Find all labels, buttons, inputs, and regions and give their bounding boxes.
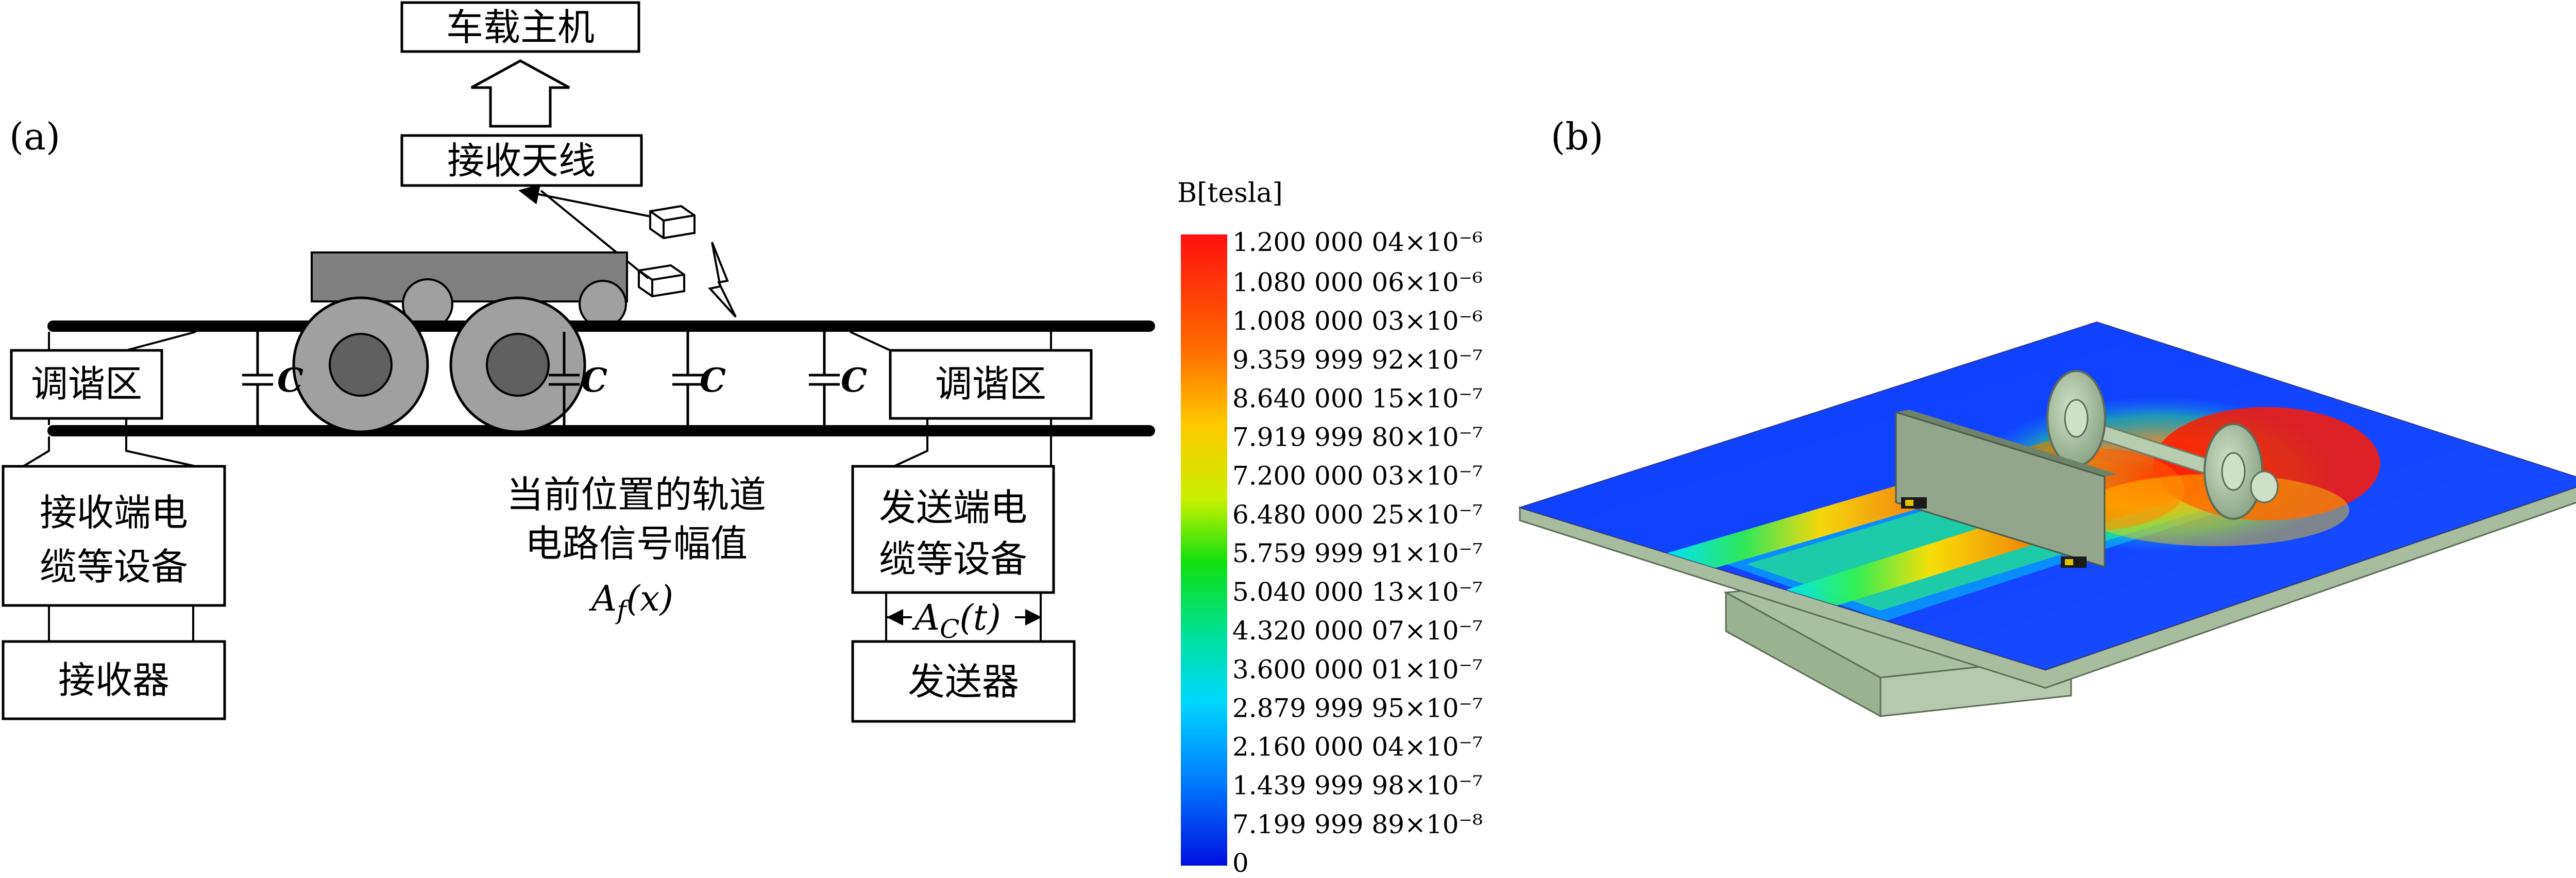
colorbar-tick-label: 4.320 000 07×10⁻⁷ xyxy=(1232,616,1483,646)
lightning-icon xyxy=(708,242,737,318)
signal-caption-line-1: 当前位置的轨道 xyxy=(506,473,766,516)
colorbar-tick-label: 7.199 999 89×10⁻⁸ xyxy=(1232,809,1483,839)
antenna-label: 接收天线 xyxy=(447,139,596,182)
colorbar-tick-label: 0 xyxy=(1232,848,1249,875)
ac-main: A xyxy=(911,598,940,638)
wheelset xyxy=(2046,370,2279,520)
host-box: 车载主机 xyxy=(400,1,640,53)
capacitor-2 xyxy=(549,332,580,425)
svg-text:AC(t): AC(t) xyxy=(911,598,1001,644)
colorbar-tick-label: 8.640 000 15×10⁻⁷ xyxy=(1232,383,1483,413)
colorbar-tick-label: 1.080 000 06×10⁻⁶ xyxy=(1232,267,1483,297)
ac-sub: C xyxy=(940,614,959,644)
colorbar-tick-label: 5.040 000 13×10⁻⁷ xyxy=(1232,577,1483,607)
capacitor-label: C xyxy=(841,361,867,400)
feed-lines xyxy=(22,436,1052,467)
colorbar-tick-label: 7.919 999 80×10⁻⁷ xyxy=(1232,423,1483,452)
panel-a-label: (a) xyxy=(9,115,60,158)
hollow-up-arrow-icon xyxy=(470,59,570,128)
tuning-zone-right: 调谐区 xyxy=(850,331,1093,425)
capacitor-label: C xyxy=(277,361,303,400)
antenna-box: 接收天线 xyxy=(400,134,643,187)
bottom-rail xyxy=(47,425,1155,436)
colorbar-tick-label: 2.879 999 95×10⁻⁷ xyxy=(1232,693,1483,723)
capacitor-labels: C C C C xyxy=(277,361,867,400)
receiver-antenna-plate xyxy=(1895,410,2117,568)
train-bogie xyxy=(311,251,628,330)
sender-cable-line-2: 缆等设备 xyxy=(879,537,1027,581)
colorbar-tick-label: 1.200 000 04×10⁻⁶ xyxy=(1232,227,1483,257)
tuning-zone-right-label: 调谐区 xyxy=(935,362,1046,406)
colorbar-tick-label: 5.759 999 91×10⁻⁷ xyxy=(1232,538,1483,568)
top-rail xyxy=(47,320,1155,332)
colorbar-tick-label: 7.200 000 03×10⁻⁷ xyxy=(1232,461,1483,491)
capacitor-1 xyxy=(242,332,273,425)
tuning-zone-left: 调谐区 xyxy=(10,331,196,425)
ac-t-label: AC(t) xyxy=(911,598,1001,644)
wheel-left xyxy=(292,296,429,433)
sender-box: 发送器 xyxy=(851,640,1076,723)
capacitors xyxy=(242,332,840,425)
colorbar-scale xyxy=(1181,234,1227,866)
af-main: A xyxy=(588,579,617,619)
tuning-zone-left-label: 调谐区 xyxy=(31,362,142,406)
colorbar-ticks: 1.200 000 04×10⁻⁶ 1.080 000 06×10⁻⁶ 1.008 … xyxy=(1232,227,1483,878)
panel-b-label: (b) xyxy=(1551,115,1603,158)
colorbar-tick-label: 2.160 000 04×10⁻⁷ xyxy=(1232,732,1483,762)
colorbar-tick-label: 3.600 000 01×10⁻⁷ xyxy=(1232,654,1483,684)
sender-cable-line-1: 发送端电 xyxy=(879,486,1027,529)
af-arg: (x) xyxy=(626,579,673,619)
af-x-label: Af(x) xyxy=(588,579,673,625)
receiver-label: 接收器 xyxy=(58,659,170,702)
colorbar-title: B[tesla] xyxy=(1177,178,1283,209)
signal-caption-line-2: 电路信号幅值 xyxy=(525,522,748,565)
capacitor-3 xyxy=(672,332,703,425)
colorbar-tick-label: 6.480 000 25×10⁻⁷ xyxy=(1232,500,1483,530)
track-transmitter-device xyxy=(638,205,696,298)
ac-arg: (t) xyxy=(959,598,1001,638)
capacitor-label: C xyxy=(700,361,726,400)
sender-label: 发送器 xyxy=(908,660,1019,703)
colorbar-tick-label: 9.359 999 92×10⁻⁷ xyxy=(1232,345,1483,375)
sender-cable-box: 发送端电 缆等设备 xyxy=(851,465,1055,594)
receiver-cable-line-1: 接收端电 xyxy=(40,491,188,534)
sensors xyxy=(1901,497,2087,568)
panel-b: (b) xyxy=(1518,115,2576,718)
wheel-right xyxy=(449,296,586,433)
receiver-cable-line-2: 缆等设备 xyxy=(40,545,188,588)
capacitor-4 xyxy=(809,332,840,425)
receiver-box: 接收器 xyxy=(2,640,226,720)
host-label: 车载主机 xyxy=(446,6,595,49)
colorbar-tick-label: 1.439 999 98×10⁻⁷ xyxy=(1232,771,1483,801)
colorbar-tick-label: 1.008 000 03×10⁻⁶ xyxy=(1232,306,1483,336)
colorbar: B[tesla] 1.200 000 04×10⁻⁶ 1.080 000 06×1… xyxy=(1177,178,1483,878)
capacitor-label: C xyxy=(581,361,607,400)
receiver-cable-box: 接收端电 缆等设备 xyxy=(2,465,226,607)
svg-text:Af(x): Af(x) xyxy=(588,579,673,625)
panel-a: (a) 车载主机 接收天线 xyxy=(2,1,1155,723)
